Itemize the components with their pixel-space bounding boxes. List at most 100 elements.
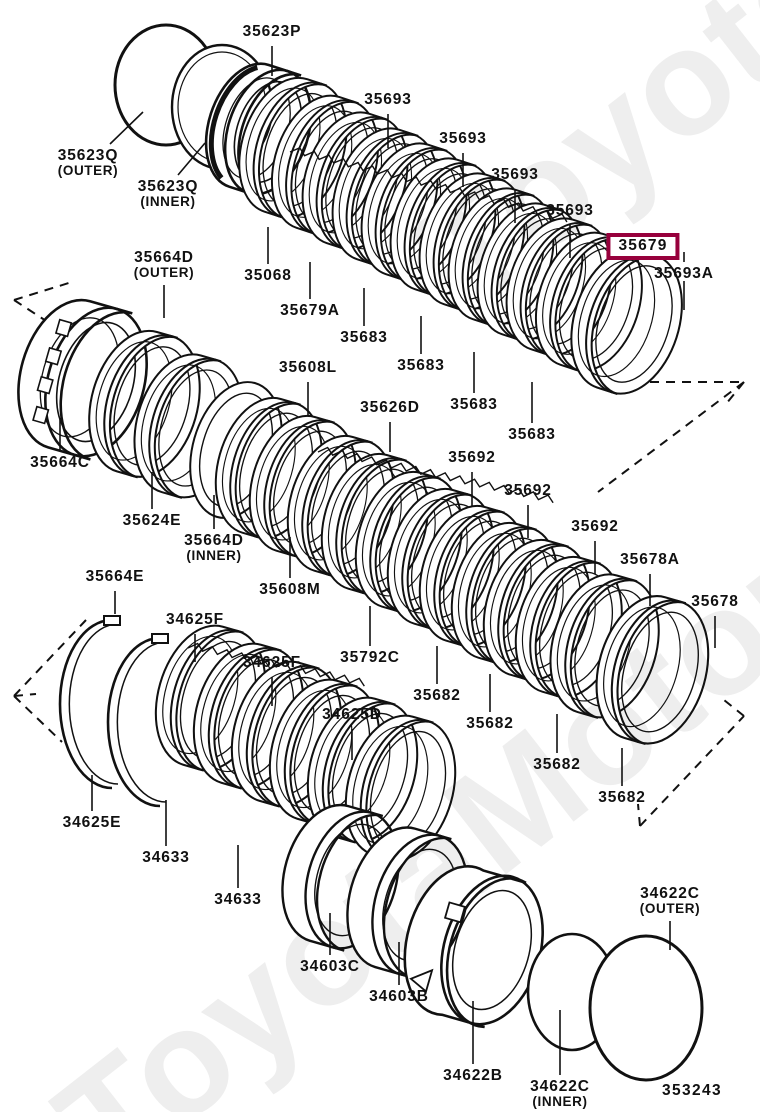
group-bracket-right-upper	[597, 381, 745, 493]
part-label-34625f[interactable]: 34625F	[166, 611, 224, 628]
part-label-35682[interactable]: 35682	[598, 789, 646, 806]
part-label-35692[interactable]: 35692	[571, 518, 619, 535]
part-label-35608m[interactable]: 35608M	[259, 581, 321, 598]
part-number: 35664D	[184, 532, 244, 549]
leader-line	[109, 111, 144, 145]
part-label-34625e[interactable]: 34625E	[62, 814, 122, 831]
part-label-35664d[interactable]: 35664D(OUTER)	[134, 249, 194, 281]
part-label-35623p[interactable]: 35623P	[243, 23, 302, 40]
part-number: 35792C	[340, 649, 400, 666]
part-number: 35623Q	[57, 147, 119, 164]
part-number: 35626D	[360, 399, 420, 416]
part-number: 34625F	[166, 611, 224, 628]
part-label-35664d[interactable]: 35664D(INNER)	[184, 532, 244, 564]
part-number: 35679A	[280, 302, 340, 319]
part-number: 35683	[340, 329, 388, 346]
part-label-35693[interactable]: 35693	[439, 130, 487, 147]
leader-lines	[59, 46, 716, 1075]
part-number: 34633	[214, 891, 262, 908]
part-number: 35623Q	[137, 178, 199, 195]
part-label-35683[interactable]: 35683	[450, 396, 498, 413]
part-label-34625f[interactable]: 34625F	[243, 654, 301, 671]
part-label-35683[interactable]: 35683	[508, 426, 556, 443]
part-label-35792c[interactable]: 35792C	[340, 649, 400, 666]
part-number: 35693	[439, 130, 487, 147]
part-number: 35693	[491, 166, 539, 183]
leader-line	[177, 142, 206, 176]
part-number: 34625F	[243, 654, 301, 671]
part-number: 35692	[448, 449, 496, 466]
part-qualifier: (OUTER)	[639, 901, 701, 917]
part-number: 34622B	[443, 1067, 503, 1084]
group-bracket-left-upper	[13, 281, 73, 331]
part-label-35683[interactable]: 35683	[340, 329, 388, 346]
part-number: 34603C	[300, 958, 360, 975]
part-number: 35678	[691, 593, 739, 610]
part-number: 34603B	[369, 988, 429, 1005]
part-label-35664c[interactable]: 35664C	[30, 454, 90, 471]
part-qualifier: (INNER)	[186, 548, 242, 564]
part-label-35682[interactable]: 35682	[413, 687, 461, 704]
part-label-35692[interactable]: 35692	[448, 449, 496, 466]
part-label-35623q[interactable]: 35623Q(INNER)	[137, 178, 199, 210]
spline-teeth-lower	[187, 642, 365, 687]
part-label-35693[interactable]: 35693	[546, 202, 594, 219]
part-qualifier: (INNER)	[140, 194, 196, 210]
part-label-35678a[interactable]: 35678A	[620, 551, 680, 568]
part-label-34622c[interactable]: 34622C(INNER)	[530, 1078, 590, 1110]
part-label-35692[interactable]: 35692	[504, 482, 552, 499]
part-number: 35692	[571, 518, 619, 535]
part-number: 34625E	[62, 814, 122, 831]
part-label-35678[interactable]: 35678	[691, 593, 739, 610]
part-number: 35693	[546, 202, 594, 219]
part-number: 35624E	[122, 512, 182, 529]
sheet-number: 353243	[661, 1082, 723, 1099]
highlighted-part-number: 35679	[618, 237, 668, 254]
part-number: 35683	[397, 357, 445, 374]
part-label-34603c[interactable]: 34603C	[300, 958, 360, 975]
part-number: 35692	[504, 482, 552, 499]
part-label-34625d[interactable]: 34625D	[322, 706, 382, 723]
part-number: 35683	[508, 426, 556, 443]
part-number: 34622C	[530, 1078, 590, 1095]
part-number: 34625D	[322, 706, 382, 723]
part-label-35068[interactable]: 35068	[244, 267, 292, 284]
part-label-35664e[interactable]: 35664E	[86, 568, 145, 585]
part-label-35682[interactable]: 35682	[533, 756, 581, 773]
part-number: 35693	[364, 91, 412, 108]
part-label-35693[interactable]: 35693	[364, 91, 412, 108]
part-label-35683[interactable]: 35683	[397, 357, 445, 374]
part-label-35623q[interactable]: 35623Q(OUTER)	[57, 147, 119, 179]
part-label-34622b[interactable]: 34622B	[443, 1067, 503, 1084]
part-label-34603b[interactable]: 34603B	[369, 988, 429, 1005]
part-label-35679a[interactable]: 35679A	[280, 302, 340, 319]
assembly-row-lower	[13, 613, 704, 1082]
part-number: 35693A	[654, 265, 714, 282]
part-label-35626d[interactable]: 35626D	[360, 399, 420, 416]
part-label-34633[interactable]: 34633	[142, 849, 190, 866]
part-number: 35608M	[259, 581, 321, 598]
group-bracket-left-lower	[13, 619, 87, 743]
part-qualifier: (OUTER)	[57, 163, 119, 179]
part-number: 34633	[142, 849, 190, 866]
part-number: 35664D	[134, 249, 194, 266]
part-label-35693[interactable]: 35693	[491, 166, 539, 183]
part-label-35608l[interactable]: 35608L	[279, 359, 337, 376]
group-bracket-right-middle	[637, 699, 745, 827]
spline-teeth-middle	[317, 446, 554, 504]
part-number: 35608L	[279, 359, 337, 376]
part-label-35682[interactable]: 35682	[466, 715, 514, 732]
part-qualifier: (INNER)	[532, 1094, 588, 1110]
part-label-35624e[interactable]: 35624E	[122, 512, 182, 529]
part-number: 35682	[466, 715, 514, 732]
part-number: 35678A	[620, 551, 680, 568]
part-number: 35683	[450, 396, 498, 413]
part-label-35693a[interactable]: 35693A	[654, 265, 714, 282]
part-label-34633[interactable]: 34633	[214, 891, 262, 908]
part-label-34622c[interactable]: 34622C(OUTER)	[639, 885, 701, 917]
part-number: 35682	[533, 756, 581, 773]
highlighted-part-callout[interactable]: 35679	[606, 233, 680, 261]
